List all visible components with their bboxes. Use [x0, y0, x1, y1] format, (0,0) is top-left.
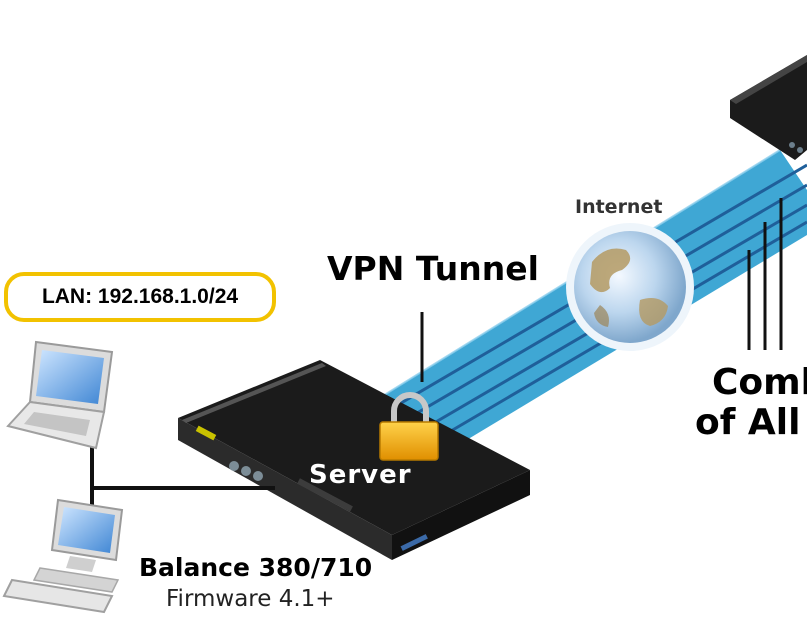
lan-subnet-label: LAN: 192.168.1.0/24 [4, 272, 276, 322]
router-icon [178, 360, 530, 560]
server-label: Server [309, 460, 412, 490]
combined-label-line1: Comb [712, 362, 807, 403]
internet-label: Internet [575, 196, 663, 218]
desktop-computer-icon [2, 498, 124, 614]
laptop-icon [6, 340, 114, 450]
device-model-label: Balance 380/710 [139, 553, 373, 582]
lan-links [90, 445, 275, 515]
padlock-icon [379, 392, 439, 461]
combined-links [747, 198, 783, 350]
remote-router-icon [730, 55, 807, 160]
device-firmware-label: Firmware 4.1+ [166, 586, 335, 612]
globe-icon [566, 223, 694, 351]
vpn-tunnel-label: VPN Tunnel [327, 249, 539, 288]
combined-label-line2: of All I [695, 402, 807, 443]
